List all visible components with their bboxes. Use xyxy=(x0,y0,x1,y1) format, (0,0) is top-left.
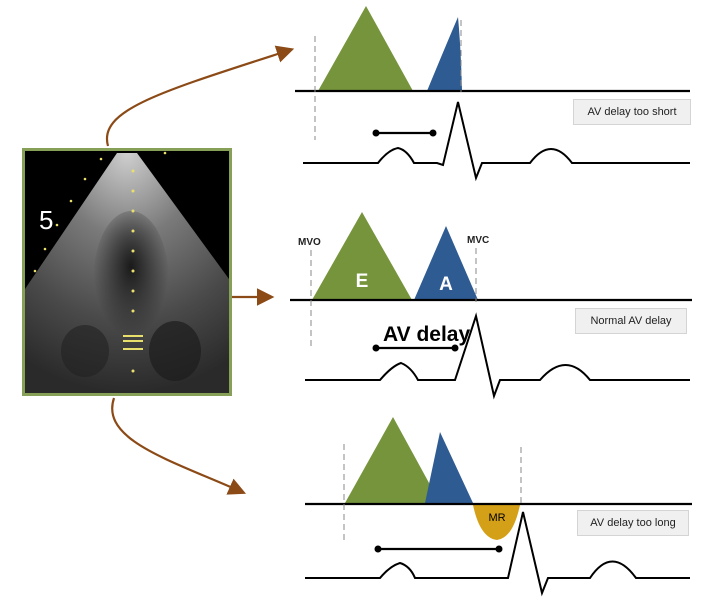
callout-av-delay-too-long: AV delay too long xyxy=(577,510,689,536)
callout-av-delay-too-short: AV delay too short xyxy=(573,99,691,125)
arrow-to-short-panel xyxy=(105,45,295,147)
a-wave xyxy=(414,226,478,300)
e-wave-label: E xyxy=(356,271,369,292)
e-wave xyxy=(318,6,413,91)
mr-label: MR xyxy=(488,512,505,524)
av-delay-interval-bar xyxy=(374,545,503,553)
ecg-trace xyxy=(305,312,690,400)
echo-depth-marker: 5 xyxy=(39,205,54,235)
panel-av-delay-short xyxy=(295,6,690,182)
av-delay-label: AV delay xyxy=(383,323,470,346)
a-wave xyxy=(425,432,473,503)
a-wave xyxy=(427,17,462,91)
a-wave-label: A xyxy=(439,274,453,295)
e-wave xyxy=(345,417,440,503)
mvo-label: MVO xyxy=(298,237,321,248)
callout-normal-av-delay: Normal AV delay xyxy=(575,308,687,334)
av-delay-interval-bar xyxy=(372,129,437,137)
ecg-trace xyxy=(305,511,690,597)
panel-av-delay-normal: E A MVO MVC AV delay xyxy=(290,212,692,400)
mvc-label: MVC xyxy=(467,235,489,246)
mr-wave xyxy=(473,505,520,540)
echocardiogram-image: 5 xyxy=(22,148,232,396)
panel-av-delay-long: MR xyxy=(305,417,692,597)
e-wave xyxy=(312,212,412,300)
arrow-to-long-panel xyxy=(111,397,247,495)
av-delay-interval-bar xyxy=(372,344,459,352)
ecg-trace xyxy=(303,101,690,182)
echo-sector-graphic xyxy=(25,151,229,393)
